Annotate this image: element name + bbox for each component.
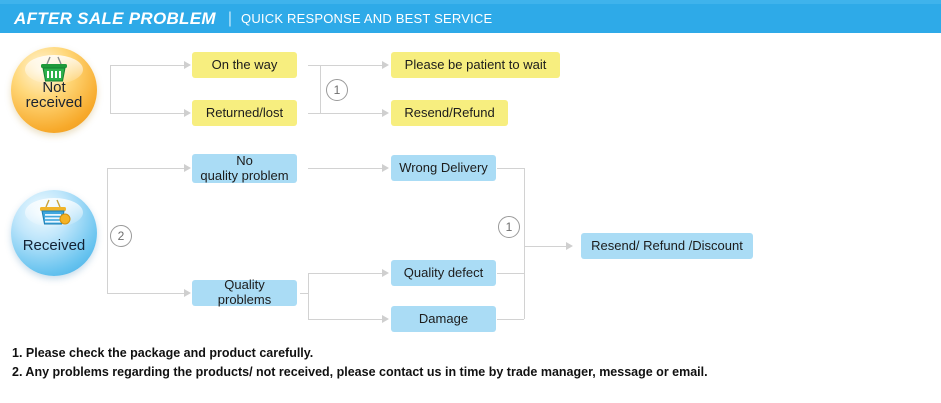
badge-label-line-1: Received — [22, 237, 86, 255]
badge-label-line-1: Not — [42, 78, 66, 96]
arrow-to-resend-refund — [382, 109, 389, 117]
box-please-be-patient-to-wait[interactable]: Please be patient to wait — [391, 52, 560, 78]
connector-to-patient-wait — [320, 65, 382, 66]
arrow-to-wrong-delivery — [382, 164, 389, 172]
shopping-basket-check-icon — [11, 198, 97, 228]
connector-to-returned-lost — [110, 113, 184, 114]
badge-label-line-2: received — [25, 94, 83, 112]
connector-merge-vertical-top — [320, 65, 321, 113]
box-quality-defect[interactable]: Quality defect — [391, 260, 496, 286]
header-separator: | — [227, 9, 233, 27]
connector-to-resend-refund — [320, 113, 382, 114]
connector-to-on-the-way — [110, 65, 184, 66]
footer-note-1: 1. Please check the package and product … — [12, 346, 314, 360]
box-no-quality-problem-line-1: No — [236, 152, 253, 168]
arrow-to-no-quality-problem — [184, 164, 191, 172]
connector-merge-vertical-bottom — [524, 168, 525, 319]
badge-not-received: Not received — [11, 47, 97, 133]
connector-to-wrong-delivery — [308, 168, 382, 169]
connector-to-quality-problems — [107, 293, 184, 294]
badge-received-label: Received — [11, 238, 97, 276]
box-returned-lost[interactable]: Returned/lost — [192, 100, 297, 126]
connector-on-the-way-out — [308, 65, 320, 66]
marker-1-top: 1 — [326, 79, 348, 101]
arrow-to-damage — [382, 315, 389, 323]
footer-note-2: 2. Any problems regarding the products/ … — [12, 364, 708, 379]
box-on-the-way[interactable]: On the way — [192, 52, 297, 78]
connector-split-vertical-quality — [308, 273, 309, 319]
marker-2: 2 — [110, 225, 132, 247]
shopping-basket-icon — [11, 55, 97, 85]
badge-received: Received — [11, 190, 97, 276]
box-no-quality-problem-line-2: quality problem — [200, 167, 289, 183]
header-band: AFTER SALE PROBLEM | QUICK RESPONSE AND … — [0, 4, 941, 33]
box-quality-problems[interactable]: Quality problems — [192, 277, 297, 307]
footer-notes: 1. Please check the package and product … — [12, 344, 922, 382]
arrow-to-quality-problems — [184, 289, 191, 297]
badge-not-received-label: Not received — [11, 80, 97, 133]
page-title: AFTER SALE PROBLEM — [14, 8, 216, 28]
connector-damage-out — [497, 319, 524, 320]
connector-to-outcome — [524, 246, 566, 247]
connector-to-damage — [308, 319, 382, 320]
box-no-quality-problem[interactable]: No quality problem — [192, 152, 297, 183]
box-resend-refund-discount[interactable]: Resend/ Refund /Discount — [581, 233, 753, 259]
box-wrong-delivery[interactable]: Wrong Delivery — [391, 155, 496, 181]
arrow-to-patient-wait — [382, 61, 389, 69]
connector-split-vertical-received — [107, 168, 108, 293]
connector-to-quality-defect — [308, 273, 382, 274]
connector-returned-lost-out — [308, 113, 320, 114]
box-damage[interactable]: Damage — [391, 306, 496, 332]
connector-wrong-delivery-out — [497, 168, 524, 169]
connector-quality-problems-out — [300, 293, 308, 294]
box-resend-refund[interactable]: Resend/Refund — [391, 100, 508, 126]
connector-quality-defect-out — [497, 273, 524, 274]
connector-split-vertical — [110, 65, 111, 113]
connector-to-no-quality-problem — [107, 168, 184, 169]
arrow-to-quality-defect — [382, 269, 389, 277]
top-accent-strip — [0, 0, 941, 4]
header-subtitle: QUICK RESPONSE AND BEST SERVICE — [241, 11, 493, 26]
arrow-to-on-the-way — [184, 61, 191, 69]
arrow-to-outcome — [566, 242, 573, 250]
arrow-to-returned-lost — [184, 109, 191, 117]
marker-1-bottom: 1 — [498, 216, 520, 238]
